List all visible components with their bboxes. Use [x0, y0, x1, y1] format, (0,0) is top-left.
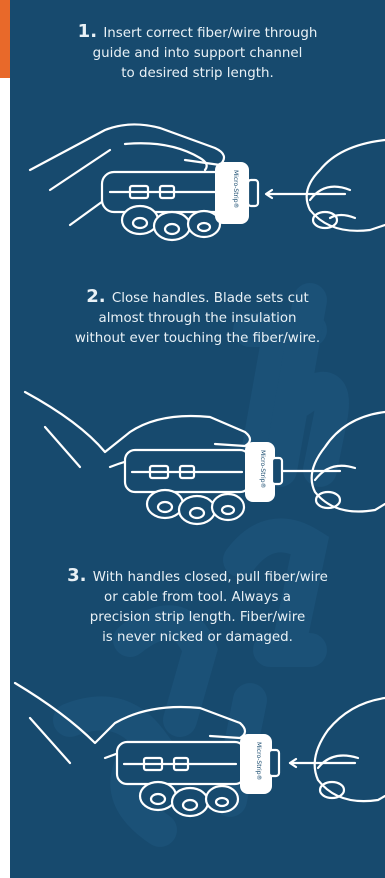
step-number: 3. — [67, 565, 86, 586]
tool-brand-label: Micro-Strip® — [232, 170, 239, 209]
step-line: With handles closed, pull fiber/wire — [93, 570, 328, 585]
step-line: Close handles. Blade sets cut — [112, 291, 309, 306]
step-line: guide and into support channel — [93, 46, 303, 61]
step-2-caption: 2. Close handles. Blade sets cut almost … — [10, 287, 385, 349]
step-line: Insert correct fiber/wire through — [103, 26, 317, 41]
step-1-caption: 1. Insert correct fiber/wire through gui… — [10, 22, 385, 84]
tool-brand-label: Micro-Strip® — [255, 742, 262, 781]
step-line: is never nicked or damaged. — [102, 630, 293, 645]
tool-brand-label: Micro-Strip® — [259, 450, 266, 489]
step-3-illustration: Micro-Strip® — [10, 668, 385, 838]
step-line: almost through the insulation — [99, 311, 297, 326]
step-number: 2. — [86, 286, 105, 307]
instruction-panel: 1. Insert correct fiber/wire through gui… — [10, 0, 385, 878]
step-number: 1. — [78, 21, 97, 42]
step-2-illustration: Micro-Strip® — [10, 372, 385, 542]
step-3-caption: 3. With handles closed, pull fiber/wire … — [10, 566, 385, 648]
step-line: or cable from tool. Always a — [104, 590, 291, 605]
accent-tab — [0, 0, 10, 78]
step-line: precision strip length. Fiber/wire — [90, 610, 305, 625]
step-line: to desired strip length. — [121, 66, 274, 81]
step-1-illustration: Micro-Strip® — [10, 100, 385, 270]
step-line: without ever touching the fiber/wire. — [75, 331, 320, 346]
